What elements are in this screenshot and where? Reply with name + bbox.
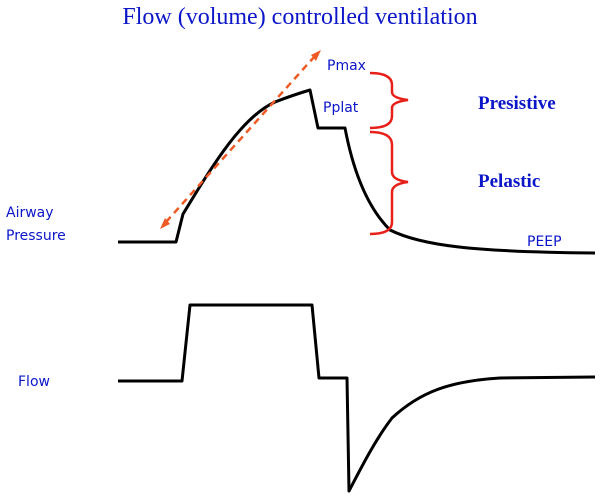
airway-pressure-label-line2: Pressure — [6, 228, 66, 244]
resistive-brace-icon — [369, 71, 409, 130]
diagram-title: Flow (volume) controlled ventilation — [122, 4, 477, 30]
pmax-label: Pmax — [327, 58, 366, 74]
elastic-brace-icon — [369, 130, 409, 236]
slope-arrowhead-top-icon — [311, 50, 321, 61]
pmax-slope-line — [165, 55, 316, 223]
flow-curve — [118, 303, 596, 493]
airway-pressure-curve — [118, 88, 596, 255]
airway-pressure-label-line1: Airway — [6, 205, 54, 221]
peep-label: PEEP — [527, 234, 562, 250]
flow-label: Flow — [18, 374, 50, 390]
presistive-label: Presistive — [478, 93, 556, 114]
pelastic-label: Pelastic — [478, 171, 540, 192]
slope-arrowhead-bottom-icon — [160, 218, 170, 229]
pplat-label: Pplat — [323, 100, 359, 116]
